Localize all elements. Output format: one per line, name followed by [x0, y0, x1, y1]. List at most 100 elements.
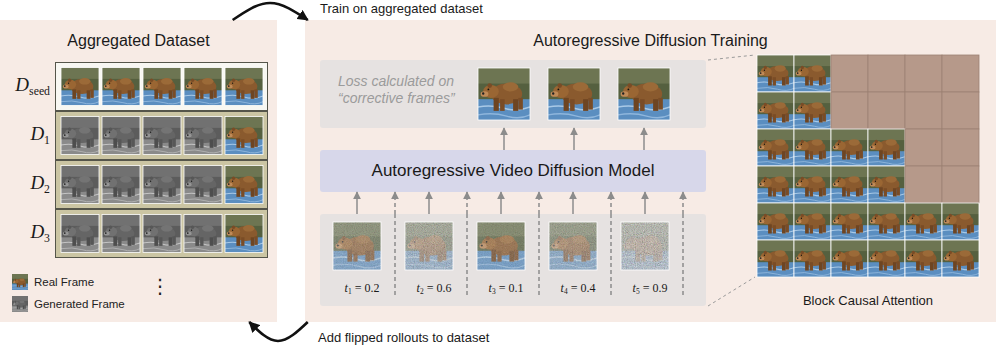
- frame-border: [477, 222, 525, 270]
- frame-border: [757, 92, 794, 129]
- frame-border: [831, 203, 868, 240]
- dashed-guide: [610, 214, 612, 298]
- frame-border: [794, 166, 831, 203]
- real-frame: [757, 203, 794, 240]
- generated-frame: [184, 215, 222, 253]
- frame-border: [184, 68, 222, 106]
- generated-frame: [61, 117, 99, 155]
- legend-entry: Generated Frame: [12, 296, 125, 312]
- zoom-leader: [708, 55, 755, 60]
- generated-frame: [143, 215, 181, 253]
- real-frame: [794, 55, 831, 92]
- dashed-guide: [538, 214, 540, 298]
- frame-border: [794, 55, 831, 92]
- dataset-label: Dseed: [6, 74, 50, 97]
- real-frame: [757, 166, 794, 203]
- dashed-guide: [466, 214, 468, 298]
- frame-border: [757, 129, 794, 166]
- timestep-label: t1 = 0.2: [332, 281, 392, 295]
- real-frame: [905, 203, 942, 240]
- real-frame: [333, 222, 381, 270]
- real-frame: [757, 240, 794, 277]
- frame-border: [225, 166, 263, 204]
- math-subscript: 5: [636, 287, 640, 296]
- math-symbol: D: [30, 172, 44, 193]
- real-frame: [225, 68, 263, 106]
- flow-arrow: [503, 128, 505, 150]
- masked-cell: [868, 92, 905, 129]
- real-frame: [618, 68, 670, 120]
- dashed-guide: [682, 214, 684, 298]
- dashed-arrow: [466, 192, 468, 214]
- frame-border: [102, 215, 140, 253]
- math-subscript: 3: [492, 287, 496, 296]
- real-frame: [942, 203, 979, 240]
- dataset-row: D1: [6, 111, 270, 160]
- frame-border: [942, 203, 979, 240]
- edge-label: Train on aggregated dataset: [318, 1, 485, 16]
- dataset-frames: [61, 68, 263, 253]
- frame-border: [794, 240, 831, 277]
- legend-swatch: [12, 296, 28, 312]
- frame-border: [102, 166, 140, 204]
- math-subscript: 2: [44, 183, 50, 196]
- masked-cell: [831, 55, 868, 92]
- generated-frame: [102, 215, 140, 253]
- masked-cell: [868, 55, 905, 92]
- math-subscript: 1: [44, 134, 50, 147]
- real-frame: [868, 240, 905, 277]
- flow-arrow: [572, 192, 574, 214]
- frame-border: [333, 222, 381, 270]
- frame-border: [143, 215, 181, 253]
- generated-frame: [184, 166, 222, 204]
- frame-border: [225, 215, 263, 253]
- frame-border: [757, 203, 794, 240]
- real-frame: [548, 68, 600, 120]
- panel-title: Autoregressive Diffusion Training: [305, 31, 996, 50]
- legend-entry: Real Frame: [12, 274, 94, 290]
- real-frame: [477, 222, 525, 270]
- noise-overlay: [549, 222, 597, 270]
- model-label: Autoregressive Video Diffusion Model: [320, 161, 706, 181]
- timestep-label: t4 = 0.4: [548, 281, 608, 295]
- generated-frame: [61, 166, 99, 204]
- math-symbol: D: [30, 123, 44, 144]
- frame-border: [942, 240, 979, 277]
- real-frame: [184, 68, 222, 106]
- masked-cell: [831, 92, 868, 129]
- frame-border: [225, 117, 263, 155]
- frame-border: [549, 222, 597, 270]
- math-subscript: seed: [29, 85, 50, 98]
- attention-matrix: [757, 55, 979, 277]
- frame-icon: [12, 296, 28, 312]
- flow-arrow: [428, 192, 430, 214]
- masked-cell: [942, 129, 979, 166]
- math-rest: = 0.1: [496, 281, 524, 295]
- real-frame: [405, 222, 453, 270]
- flow-arrow: [643, 128, 645, 150]
- frame-border: [61, 166, 99, 204]
- dataset-row: D3: [6, 209, 270, 258]
- frame-border: [61, 215, 99, 253]
- legend-text: Generated Frame: [34, 298, 125, 310]
- masked-cell: [942, 92, 979, 129]
- math-rest: = 0.2: [352, 281, 380, 295]
- math-subscript: 1: [348, 287, 352, 296]
- frame-border: [905, 240, 942, 277]
- model-box: Autoregressive Video Diffusion Model: [320, 150, 706, 192]
- noise-overlay: [477, 222, 525, 270]
- generated-frame: [61, 215, 99, 253]
- math-symbol: t: [633, 281, 636, 295]
- real-frame: [794, 240, 831, 277]
- frame-border: [184, 166, 222, 204]
- frame-border: [184, 117, 222, 155]
- real-frame: [225, 117, 263, 155]
- math-symbol: D: [30, 221, 44, 242]
- frame-border: [794, 203, 831, 240]
- legend-swatch: [12, 274, 28, 290]
- frame-border: [478, 68, 530, 120]
- dashed-guide: [394, 214, 396, 298]
- noise-overlay: [333, 222, 381, 270]
- real-frame: [757, 129, 794, 166]
- noise-overlay: [405, 222, 453, 270]
